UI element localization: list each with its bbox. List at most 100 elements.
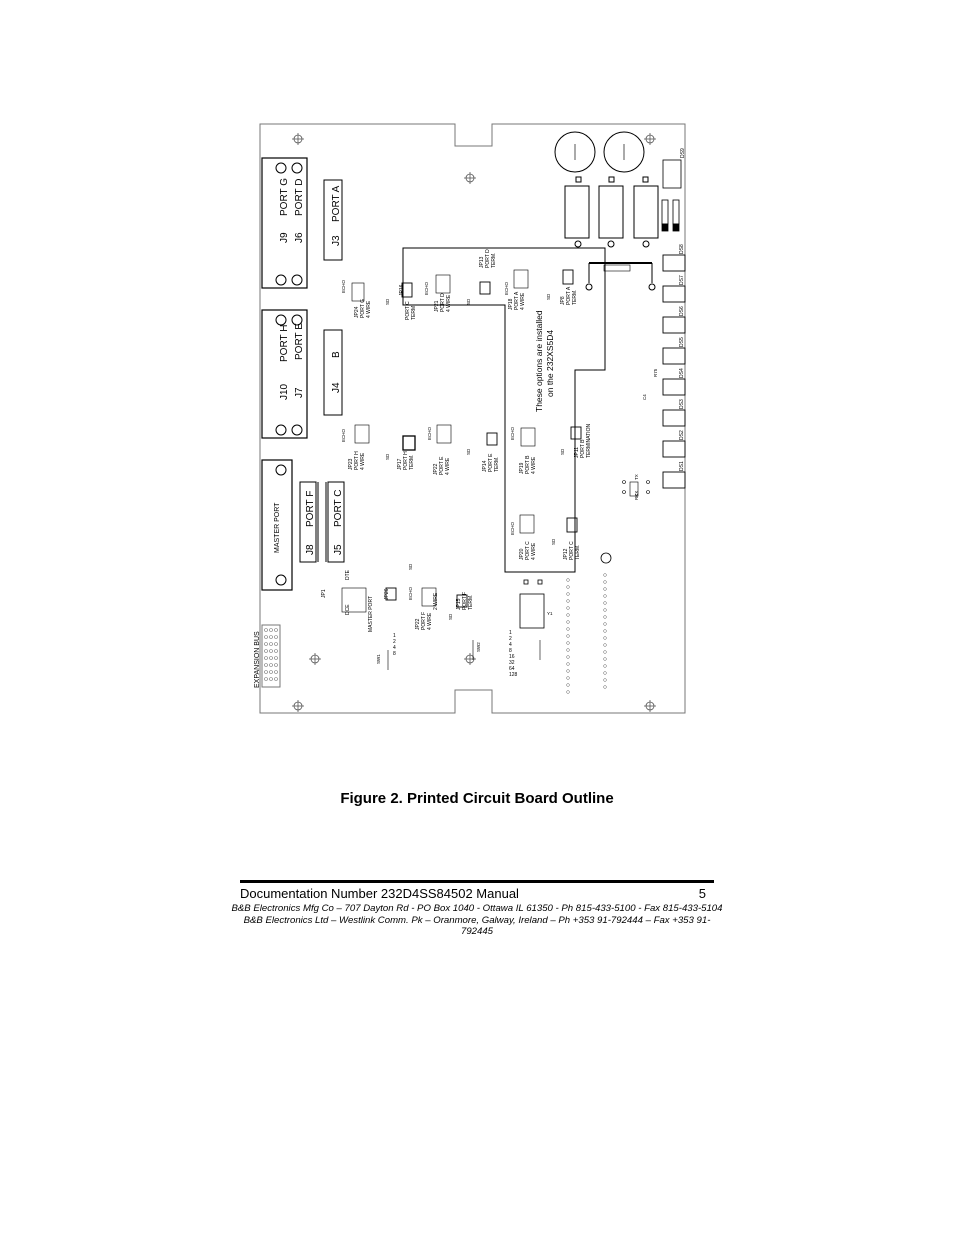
j9-label: J9 — [279, 232, 290, 243]
jumper-label: 4 WIRE — [366, 300, 372, 318]
jumper-label: JP13 — [479, 256, 485, 268]
jumper-label: JP1 — [321, 589, 327, 598]
jumper-label: JP16 — [399, 284, 405, 296]
small-label: ECHO — [427, 426, 432, 440]
sw2-value: 4 — [509, 642, 512, 648]
jumper-label: PORT F — [421, 612, 427, 630]
small-label: SW1 — [376, 654, 381, 664]
jumper-label: PORT C — [525, 541, 531, 560]
ds9-label: DS9 — [680, 148, 686, 158]
led-label: DS8 — [679, 244, 685, 254]
port-d-label: PORT D — [294, 179, 305, 216]
jumper-label: PORT G — [360, 299, 366, 318]
jumper-label: PORT A — [566, 286, 572, 305]
jumper-label: JP24 — [354, 306, 360, 318]
port-c-label: PORT C — [333, 490, 344, 527]
led-label: DS5 — [679, 337, 685, 347]
pcb-outline-figure: PORT G PORT D J9 J6 PORT A J3 PORT H POR… — [254, 123, 686, 714]
sw1-value: 2 — [393, 639, 396, 645]
sw1-value: 4 — [393, 645, 396, 651]
jumper-label: JP11 — [574, 447, 580, 458]
small-label: SW2 — [476, 642, 481, 652]
led-column — [662, 254, 686, 489]
footer-address-us: B&B Electronics Mfg Co – 707 Dayton Rd -… — [231, 903, 723, 914]
jumper-label: PORT E — [488, 453, 494, 472]
options-region — [402, 247, 606, 573]
options-note-line2: on the 232XS5D4 — [545, 330, 555, 397]
small-label: C4 — [642, 394, 647, 400]
jumper-label: 4 WIRE — [360, 452, 366, 470]
small-label: SD — [551, 538, 556, 545]
jumper-label: PORT C — [405, 301, 411, 320]
sw2-value: 8 — [509, 648, 512, 654]
jumper-label: PORT B — [525, 455, 531, 474]
jumper-label: TERM. — [411, 304, 417, 320]
jumper-label: 4 WIRE — [531, 456, 537, 474]
expansion-bus-label: EXPANSION BUS — [254, 631, 261, 688]
jumper-label: 4 WIRE — [531, 542, 537, 560]
jumper-label: DTE — [345, 569, 351, 580]
sw1-value: 1 — [393, 633, 396, 639]
page-number: 5 — [698, 886, 706, 901]
small-label: ECHO — [510, 426, 515, 440]
jumper-label: TERMINATION — [586, 424, 592, 458]
small-label: ECHO — [341, 279, 346, 293]
jumper-label: PORT D — [485, 249, 491, 268]
led-label: DS7 — [679, 275, 685, 285]
footer-rule — [240, 880, 714, 883]
small-label: SD — [448, 613, 453, 620]
sw2-value: 128 — [509, 672, 518, 678]
figure-caption: Figure 2. Printed Circuit Board Outline — [340, 790, 614, 807]
small-label: ECHO — [504, 281, 509, 295]
jumper-label: 2 WIRE — [433, 592, 439, 610]
small-label: SD — [385, 298, 390, 305]
connector-j4: B J4 — [323, 329, 343, 416]
jumper-label: JP18 — [508, 298, 514, 310]
led-label: DS2 — [679, 430, 685, 440]
connector-j8-j5: PORT F PORT C J8 J5 — [299, 481, 345, 563]
jumper-label: JP26 — [384, 588, 390, 600]
j7-label: J7 — [294, 387, 305, 398]
jumper-label: TERM. — [494, 456, 500, 472]
jumper-label: PORT F — [462, 592, 468, 610]
small-label: TX — [634, 474, 639, 480]
jumper-label: JP15 — [456, 598, 462, 610]
small-label: ECHO — [408, 586, 413, 600]
j6-label: J6 — [294, 232, 305, 243]
board-outline — [259, 123, 686, 714]
j5-label: J5 — [333, 544, 344, 555]
jumper-label: JP14 — [482, 460, 488, 472]
jumper-blocks — [341, 269, 536, 613]
jumper-label: PORT E — [439, 456, 445, 475]
small-label: Y1 — [547, 611, 553, 616]
crystal-y1 — [519, 579, 545, 629]
led-labels: DS8 DS7 DS6 DS5 DS4 DS3 DS2 DS1 — [679, 244, 685, 471]
jumper-label: JP20 — [519, 548, 525, 560]
j3-label: J3 — [331, 235, 342, 246]
jumper-label: PORT B — [580, 439, 586, 458]
sw1-value: 8 — [393, 651, 396, 657]
jumper-label: TERM. — [409, 454, 415, 470]
jumper-label: JP17 — [397, 458, 403, 470]
jumper-label: TERM. — [468, 594, 474, 610]
jumper-label: PORT A — [514, 291, 520, 310]
small-label: SD — [560, 448, 565, 455]
ic-pin-columns — [566, 552, 612, 694]
small-label: SD — [385, 453, 390, 460]
j8-label: J8 — [305, 544, 316, 555]
small-label: ECHO — [341, 428, 346, 442]
led-label: DS1 — [679, 461, 685, 471]
jumper-label: JP21 — [434, 300, 440, 312]
jumper-label: MASTER PORT — [368, 596, 374, 632]
footer-address-ireland: B&B Electronics Ltd – Westlink Comm. Pk … — [243, 915, 711, 937]
led-label: DS4 — [679, 368, 685, 378]
jumper-label: TERM. — [572, 289, 578, 305]
options-note-line1: These options are installed — [534, 310, 544, 412]
jumper-label: 4 WIRE — [445, 457, 451, 475]
port-a-label: PORT A — [331, 185, 342, 222]
led-label: DS3 — [679, 399, 685, 409]
connector-j3: PORT A J3 — [323, 179, 343, 261]
sw2-value: 64 — [509, 666, 515, 672]
mounting-holes — [292, 133, 656, 712]
small-label: SD — [466, 298, 471, 305]
